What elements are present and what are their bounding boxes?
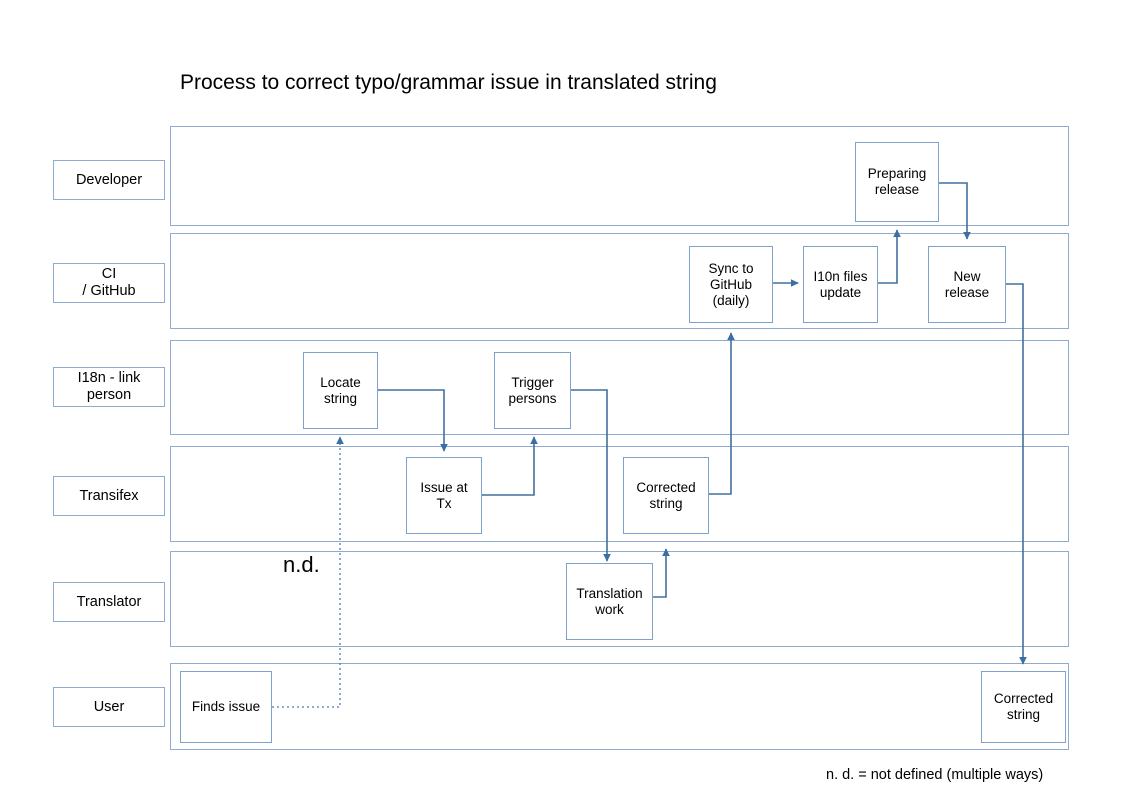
node-l10n-files-update-label: I10n files update [813, 269, 867, 301]
node-corrected-string-user-label: Corrected string [994, 691, 1053, 723]
node-translation-work[interactable]: Translation work [566, 563, 653, 640]
node-corrected-string-user-line2: string [1006, 707, 1040, 722]
node-l10n-files-update-line1: I10n files [813, 268, 868, 284]
legend-note: n. d. = not defined (multiple ways) [826, 767, 1044, 783]
lane-label-i18n-link-person: I18n - link person [53, 367, 165, 407]
lane-body-user [170, 663, 1069, 750]
node-trigger-persons-label: Trigger persons [508, 375, 556, 407]
lane-body-i18n-link-person [170, 340, 1069, 435]
lane-label-ci-github-line1: CI [101, 266, 117, 282]
node-finds-issue-label: Finds issue [191, 699, 261, 714]
node-preparing-release-line2: release [874, 182, 920, 197]
node-corrected-string-transifex[interactable]: Corrected string [623, 457, 709, 534]
lane-label-user-text: User [93, 698, 125, 715]
lane-label-translator: Translator [53, 582, 165, 622]
node-corrected-string-transifex-label: Corrected string [636, 480, 695, 512]
lane-label-developer-text: Developer [75, 171, 143, 188]
node-sync-to-github-line3: (daily) [712, 292, 750, 308]
lane-label-transifex: Transifex [53, 476, 165, 516]
node-translation-work-label: Translation work [576, 586, 642, 618]
node-translation-work-line2: work [595, 601, 624, 617]
node-sync-to-github-line2: GitHub [709, 276, 753, 292]
lane-body-ci-github [170, 233, 1069, 329]
lane-label-ci-github-text: CI / GitHub [82, 266, 135, 300]
node-issue-at-tx-line1: Issue at [420, 479, 468, 495]
node-preparing-release-label: Preparing release [868, 166, 927, 198]
node-trigger-persons-line1: Trigger [511, 374, 554, 390]
lane-label-i18n-link-person-text: I18n - link person [78, 370, 141, 404]
node-new-release[interactable]: New release [928, 246, 1006, 323]
node-new-release-line1: New [953, 268, 981, 284]
lane-label-translator-text: Translator [76, 593, 142, 610]
node-l10n-files-update-line2: update [819, 284, 862, 300]
lane-label-transifex-text: Transifex [79, 487, 139, 504]
node-new-release-line2: release [944, 284, 990, 300]
not-defined-marker: n.d. [283, 552, 320, 577]
node-new-release-label: New release [945, 269, 989, 301]
node-sync-to-github[interactable]: Sync to GitHub (daily) [689, 246, 773, 323]
node-finds-issue[interactable]: Finds issue [180, 671, 272, 743]
node-corrected-string-user-line1: Corrected [993, 691, 1054, 706]
node-l10n-files-update[interactable]: I10n files update [803, 246, 878, 323]
node-trigger-persons[interactable]: Trigger persons [494, 352, 571, 429]
lane-label-i18n-line1: I18n - link [77, 370, 141, 386]
node-corrected-string-tx-line2: string [649, 495, 683, 511]
node-corrected-string-tx-line1: Corrected [636, 479, 696, 495]
node-locate-string-line2: string [323, 390, 357, 406]
node-corrected-string-user[interactable]: Corrected string [981, 671, 1066, 743]
lane-label-user: User [53, 687, 165, 727]
node-preparing-release[interactable]: Preparing release [855, 142, 939, 222]
node-sync-to-github-label: Sync to GitHub (daily) [708, 261, 753, 309]
page-title: Process to correct typo/grammar issue in… [180, 71, 717, 94]
node-issue-at-tx[interactable]: Issue at Tx [406, 457, 482, 534]
node-sync-to-github-line1: Sync to [708, 260, 754, 276]
node-locate-string-label: Locate string [320, 375, 361, 407]
lane-body-developer [170, 126, 1069, 226]
node-issue-at-tx-line2: Tx [436, 495, 452, 511]
node-locate-string[interactable]: Locate string [303, 352, 378, 429]
lane-label-ci-github-line2: / GitHub [82, 283, 136, 299]
lane-body-translator [170, 551, 1069, 647]
node-issue-at-tx-label: Issue at Tx [420, 480, 467, 512]
lane-label-i18n-line2: person [86, 387, 132, 403]
node-locate-string-line1: Locate [320, 374, 361, 390]
lane-body-transifex [170, 446, 1069, 542]
lane-label-developer: Developer [53, 160, 165, 200]
lane-label-ci-github: CI / GitHub [53, 263, 165, 303]
node-preparing-release-line1: Preparing [867, 166, 927, 181]
node-translation-work-line1: Translation [576, 585, 643, 601]
node-trigger-persons-line2: persons [508, 390, 557, 406]
